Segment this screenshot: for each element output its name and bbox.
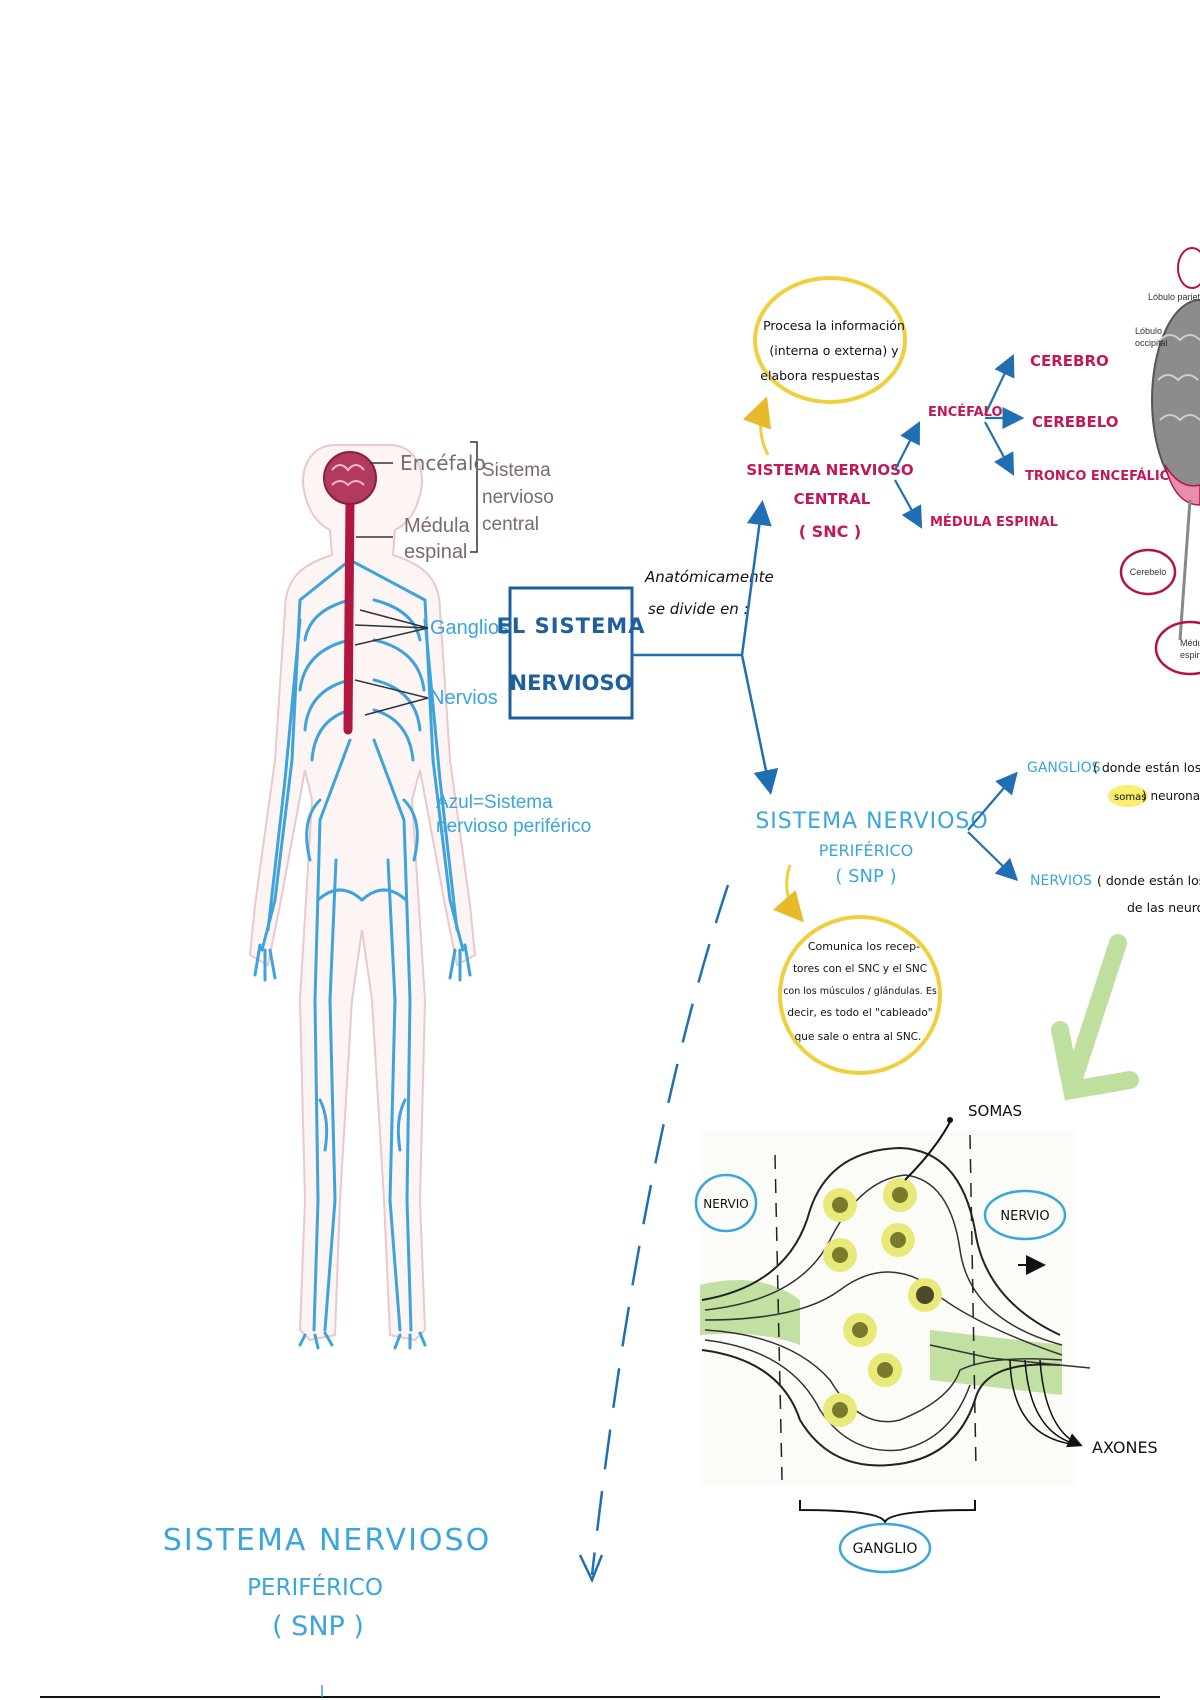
footer-title-2: PERIFÉRICO [247, 1573, 383, 1601]
snp-nervios-note-2: de las neuron [1127, 900, 1200, 915]
brain-parietal: Lóbulo parietal [1148, 292, 1200, 302]
label-medula-2: espinal [404, 541, 467, 563]
body-outline [248, 444, 477, 1342]
brain-medula-2: espinal [1180, 650, 1200, 660]
snp-ganglios-somas: somas [1114, 792, 1146, 803]
snc-section: Procesa la información (interna o extern… [742, 276, 1180, 541]
snc-bubble-1: Procesa la información [763, 318, 905, 333]
spinal-cord [343, 495, 355, 735]
label-snc-2: nervioso [482, 487, 554, 508]
label-azul-2: nervioso periférico [436, 816, 591, 837]
snp-bubble-2: tores con el SNC y el SNC [793, 963, 927, 975]
snp-title-2: PERIFÉRICO [819, 841, 914, 860]
footer-title-1: SISTEMA NERVIOSO [163, 1523, 491, 1558]
label-azul-1: Azul=Sistema [436, 792, 553, 813]
snc-encefalo: ENCÉFALO [928, 404, 1003, 420]
main-box: EL SISTEMA NERVIOSO [497, 586, 646, 720]
green-arrow-icon [1051, 934, 1139, 1101]
brain-occipital-1: Lóbulo [1135, 326, 1162, 336]
label-encefalo: Encéfalo [400, 451, 486, 475]
brain-illustration: Lóbulo parietal Lóbulo occipital Cerebel… [1119, 247, 1200, 676]
ganglion-nervio-left: NERVIO [703, 1197, 748, 1211]
main-box-line2: NERVIOSO [510, 671, 633, 695]
snc-tronco: TRONCO ENCEFÁLICO [1025, 468, 1180, 484]
snc-cerebelo: CEREBELO [1032, 413, 1119, 431]
somas [823, 1178, 942, 1427]
ganglion-somas: SOMAS [968, 1102, 1022, 1120]
snp-nervios-note-1: ( donde están los [1097, 873, 1200, 888]
brain-occipital-2: occipital [1135, 338, 1168, 348]
ganglion-diagram: SOMAS NERVIO NERVIO AXONES GANGLIO [694, 1102, 1158, 1574]
branch-arrows [632, 500, 779, 795]
ganglion-axones: AXONES [1092, 1438, 1158, 1457]
footer-title: SISTEMA NERVIOSO PERIFÉRICO ( SNP ) [163, 1523, 491, 1642]
snc-title-1: SISTEMA NERVIOSO [746, 461, 913, 479]
label-snc-3: central [482, 514, 539, 535]
snc-bubble [753, 276, 907, 404]
snc-title-3: ( SNC ) [799, 522, 861, 541]
snc-bubble-2: (interna o externa) y [769, 343, 899, 358]
snc-bubble-3: elabora respuestas [760, 368, 879, 383]
snc-title-2: CENTRAL [794, 490, 871, 508]
label-snc-1: Sistema [482, 460, 551, 481]
snp-nervios: NERVIOS [1030, 873, 1092, 889]
brain-medula-1: Médula [1180, 638, 1200, 648]
snp-bubble [778, 915, 942, 1075]
main-box-line1: EL SISTEMA [497, 614, 646, 638]
peripheral-nerves [253, 558, 472, 1350]
brain-cerebelo: Cerebelo [1130, 567, 1167, 577]
snp-title-3: ( SNP ) [835, 866, 896, 887]
snc-medula: MÉDULA ESPINAL [930, 514, 1058, 530]
snp-bubble-3: con los músculos / glándulas. Es [783, 986, 937, 997]
snp-ganglios-note-2: ) neurona [1142, 789, 1200, 803]
body-figure: Encéfalo Médula espinal Sistema nervioso… [248, 441, 591, 1350]
snp-bubble-1: Comunica los recep- [808, 940, 920, 953]
label-medula-1: Médula [404, 515, 470, 537]
snp-bubble-4: decir, es todo el "cableado" [787, 1007, 932, 1019]
footer-title-3: ( SNP ) [272, 1611, 364, 1642]
label-nervios: Nervios [430, 687, 498, 709]
snp-ganglios: GANGLIOS [1027, 760, 1101, 776]
divide-note-1: Anatómicamente [644, 568, 774, 586]
snp-bubble-5: que sale o entra al SNC. [795, 1031, 922, 1043]
brain-icon [323, 451, 377, 505]
snp-title-1: SISTEMA NERVIOSO [755, 809, 988, 834]
ganglion-nervio-right: NERVIO [1000, 1209, 1049, 1224]
label-ganglios: Ganglios [430, 617, 509, 639]
snc-cerebro: CEREBRO [1030, 352, 1109, 370]
dashed-arrow [590, 884, 730, 1576]
snp-ganglios-note-1: ( donde están los [1093, 760, 1200, 775]
divide-note-2: se divide en : [648, 600, 749, 618]
snp-section: SISTEMA NERVIOSO PERIFÉRICO ( SNP ) GANG… [755, 760, 1200, 1075]
ganglion-ganglio: GANGLIO [853, 1541, 918, 1557]
